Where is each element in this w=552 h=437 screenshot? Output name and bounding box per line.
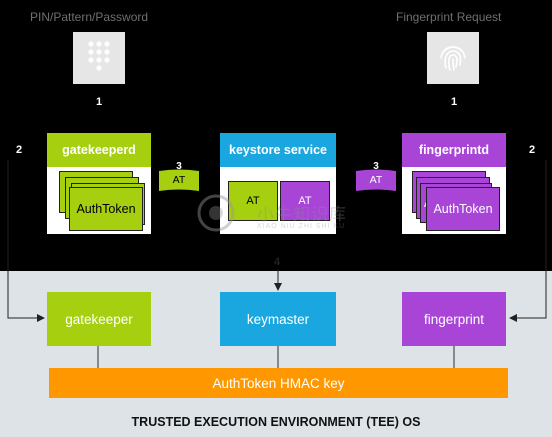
arrow-fingerprintd-to-fingerprint <box>509 160 547 322</box>
fingerprintd-panel: A AuthToken <box>402 167 506 234</box>
step-2-right: 2 <box>529 144 536 156</box>
gatekeeperd-authtoken-card: AuthToken <box>69 187 143 231</box>
pin-caption: PIN/Pattern/Password <box>30 10 149 24</box>
keystore-at-purple: AT <box>280 181 330 221</box>
keystore-block: keystore service AT AT <box>220 133 336 234</box>
arrow-gatekeeperd-to-gatekeeper <box>7 160 45 322</box>
keystore-title: keystore service <box>220 133 336 167</box>
tee-os-title: TRUSTED EXECUTION ENVIRONMENT (TEE) OS <box>131 415 421 429</box>
fingerprintd-title: fingerprintd <box>402 133 506 167</box>
step-1-left: 1 <box>96 96 103 108</box>
fingerprint-caption: Fingerprint Request <box>396 10 502 24</box>
transfer-token-left: AT <box>159 169 199 191</box>
keystore-at-green: AT <box>228 181 278 221</box>
fingerprintd-authtoken-label: AuthToken <box>433 202 493 216</box>
fingerprintd-authtoken-card: AuthToken <box>426 187 500 231</box>
keymaster-box: keymaster <box>220 292 336 346</box>
gatekeeperd-block: gatekeeperd AuthToken <box>47 133 151 234</box>
gatekeeperd-title: gatekeeperd <box>47 133 151 167</box>
step-2-left: 2 <box>16 144 23 156</box>
watermark-logo-icon <box>196 193 236 233</box>
transfer-token-right: AT <box>356 169 396 191</box>
transfer-token-right-label: AT <box>369 174 383 186</box>
gatekeeper-box: gatekeeper <box>47 292 151 346</box>
watermark-pinyin: XIAO NIU ZHI SHI KU <box>257 223 346 230</box>
step-1-right: 1 <box>451 96 458 108</box>
watermark-text: 小牛知识库 <box>257 205 347 224</box>
keypad-icon <box>73 32 125 84</box>
authtoken-hmac-key-bar: AuthToken HMAC key <box>49 368 508 398</box>
fingerprint-icon <box>427 32 479 84</box>
transfer-token-left-label: AT <box>172 174 186 186</box>
gatekeeperd-authtoken-label: AuthToken <box>76 202 136 216</box>
step-4-label: 4 <box>274 256 281 268</box>
keystore-panel: AT AT <box>220 167 336 234</box>
gatekeeperd-panel: AuthToken <box>47 167 151 234</box>
fingerprintd-block: fingerprintd A AuthToken <box>402 133 506 234</box>
fingerprint-box: fingerprint <box>402 292 506 346</box>
